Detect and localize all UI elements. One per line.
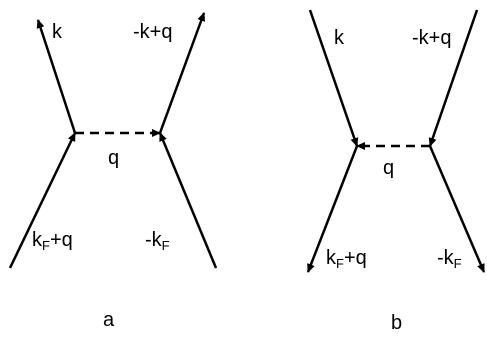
- caption-a: a: [103, 309, 115, 331]
- line-b-incoming-mkq: [428, 9, 479, 147]
- label-b-mkF: -kF: [437, 247, 462, 271]
- caption-b: b: [391, 312, 403, 334]
- label-a-kFq: kF+q: [32, 229, 73, 253]
- label-a-k: k: [52, 21, 62, 43]
- line-a-outgoing-mkq: [158, 12, 206, 134]
- line-a-incoming-mkF: [158, 132, 218, 269]
- label-b-mkq: -k+q: [412, 27, 452, 49]
- label-a-mkF: -kF: [145, 229, 170, 253]
- diagram-b: [306, 9, 486, 273]
- line-a-outgoing-k: [36, 19, 77, 134]
- label-b-k: k: [334, 27, 344, 49]
- line-b-outgoing-kFq: [306, 145, 359, 273]
- label-b-q: q: [383, 157, 395, 179]
- label-b-kFq: kF+q: [326, 247, 367, 271]
- label-a-q: q: [108, 147, 120, 169]
- line-a-incoming-kFq: [8, 132, 77, 269]
- line-b-outgoing-mkF: [428, 145, 486, 273]
- diagram-a: [8, 12, 218, 269]
- label-a-mkq: -k+q: [133, 21, 173, 43]
- line-b-incoming-k: [308, 9, 359, 147]
